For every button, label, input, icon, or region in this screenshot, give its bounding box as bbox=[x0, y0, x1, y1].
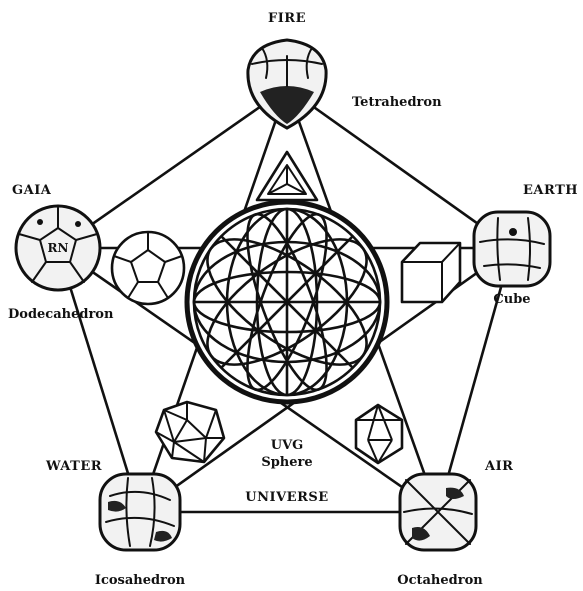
fire-label: FIRE bbox=[268, 11, 306, 26]
icosahedron-label: Icosahedron bbox=[95, 573, 186, 588]
universe-label: UNIVERSE bbox=[245, 490, 328, 505]
octahedron-label: Octahedron bbox=[397, 573, 483, 588]
fire-stone bbox=[248, 40, 326, 128]
water-stone bbox=[100, 474, 180, 550]
dodecahedron-shape bbox=[112, 232, 184, 304]
gaia-stone: RN bbox=[16, 206, 100, 290]
octahedron-shape bbox=[356, 405, 402, 463]
tetrahedron-label: Tetrahedron bbox=[352, 95, 442, 110]
gaia-label: GAIA bbox=[12, 183, 52, 198]
cube-shape bbox=[402, 243, 460, 302]
earth-stone bbox=[474, 212, 550, 286]
water-label: WATER bbox=[45, 459, 102, 474]
sphere-label-line1: UVG bbox=[271, 438, 304, 453]
earth-label: EARTH bbox=[523, 183, 578, 198]
cube-label: Cube bbox=[493, 292, 530, 307]
icosahedron-shape bbox=[156, 402, 224, 462]
dodecahedron-label: Dodecahedron bbox=[8, 307, 114, 322]
air-stone bbox=[400, 474, 476, 550]
tetrahedron-shape bbox=[257, 152, 317, 200]
uvg-sphere bbox=[187, 202, 387, 402]
gaia-stone-mark: RN bbox=[48, 241, 69, 255]
sphere-label-line2: Sphere bbox=[261, 455, 312, 470]
air-label: AIR bbox=[484, 459, 513, 474]
